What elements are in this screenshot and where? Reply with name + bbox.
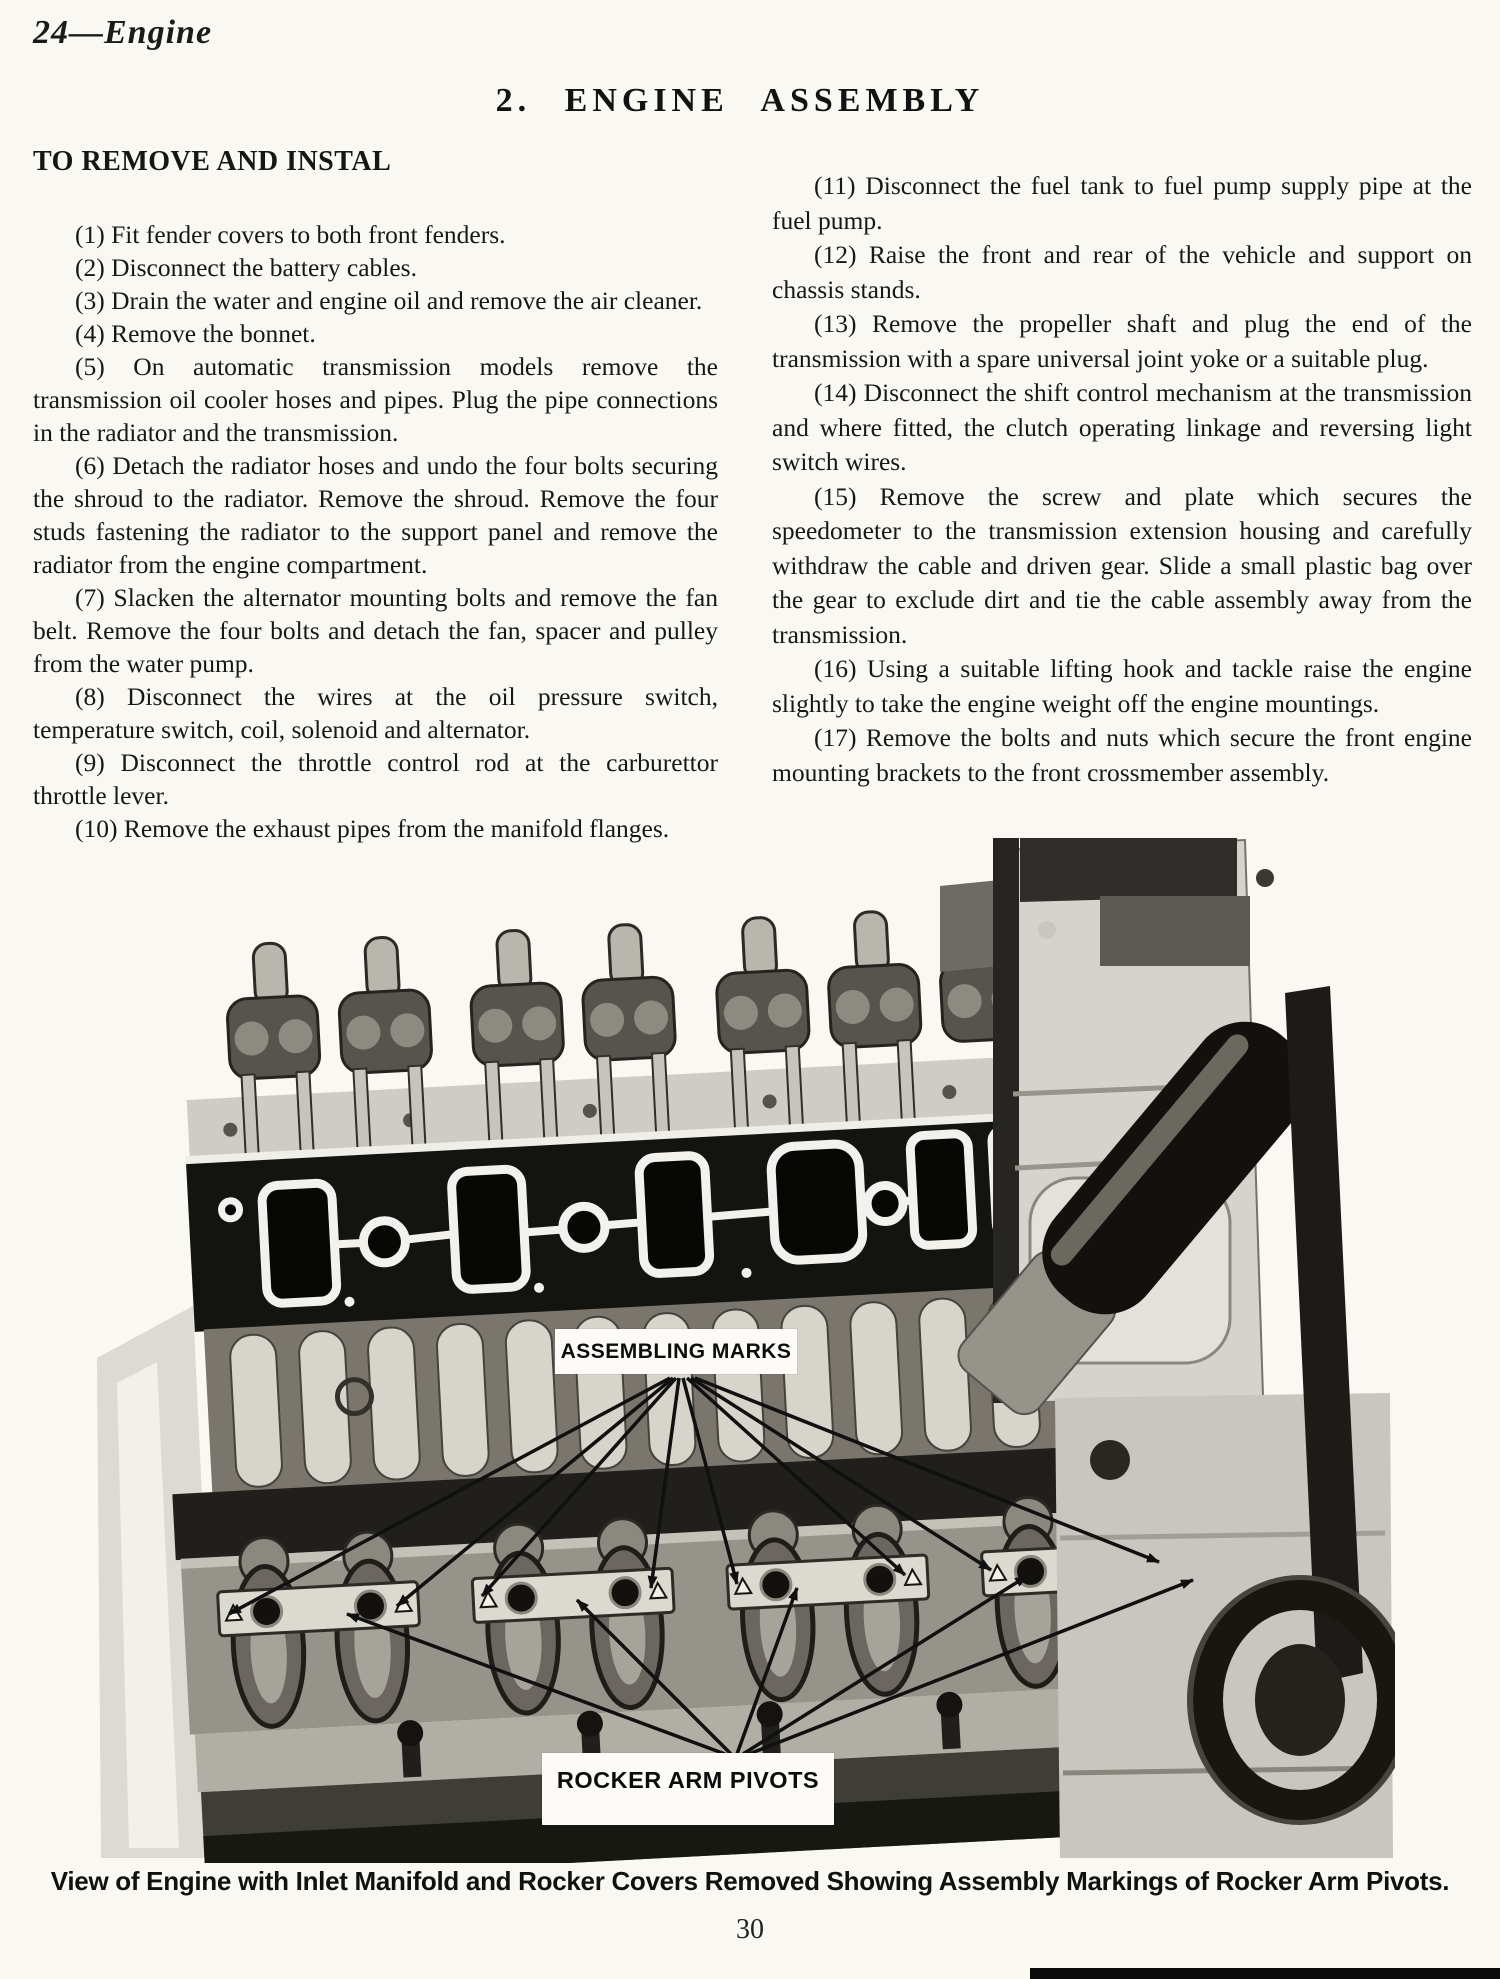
engine-front-face — [97, 1306, 219, 1858]
step-12: (12) Raise the front and rear of the veh… — [772, 240, 1472, 304]
crank-pulley — [1187, 1575, 1395, 1825]
step-13: (13) Remove the propeller shaft and plug… — [772, 309, 1472, 373]
rocker-arm-pivots-callout-lines — [346, 1574, 1194, 1756]
step-1: (1) Fit fender covers to both front fend… — [75, 220, 506, 249]
step-11: (11) Disconnect the fuel tank to fuel pu… — [772, 171, 1472, 235]
manifold-gasket-ports — [218, 1123, 1049, 1308]
engine-photo-figure: ASSEMBLING MARKS ROCKER ARM PIVOTS — [95, 838, 1395, 1863]
step-6: (6) Detach the radiator hoses and undo t… — [33, 451, 718, 579]
subsection-heading: TO REMOVE AND INSTAL — [33, 146, 392, 177]
oil-filter — [957, 1021, 1308, 1416]
assembling-marks-label: ASSEMBLING MARKS — [555, 1329, 797, 1374]
step-4: (4) Remove the bonnet. — [75, 319, 316, 348]
figure-caption: View of Engine with Inlet Manifold and R… — [50, 1866, 1450, 1896]
step-7: (7) Slacken the alternator mounting bolt… — [33, 583, 718, 678]
assembling-marks-label-text: ASSEMBLING MARKS — [560, 1339, 792, 1363]
assembling-marks-callout-lines — [228, 1376, 1160, 1616]
step-5: (5) On automatic transmission models rem… — [33, 352, 718, 447]
step-14: (14) Disconnect the shift control mechan… — [772, 378, 1472, 476]
step-3: (3) Drain the water and engine oil and r… — [75, 286, 703, 315]
step-8: (8) Disconnect the wires at the oil pres… — [33, 682, 718, 744]
drive-belt — [1285, 986, 1363, 1683]
step-16: (16) Using a suitable lifting hook and t… — [772, 654, 1472, 718]
page-number: 30 — [736, 1914, 764, 1945]
left-text-column: (1) Fit fender covers to both front fend… — [33, 218, 718, 845]
step-9: (9) Disconnect the throttle control rod … — [33, 748, 718, 810]
engine-photo — [97, 838, 1395, 1863]
section-title: 2. ENGINE ASSEMBLY — [495, 82, 985, 119]
scan-edge-artifact — [1030, 1968, 1500, 1979]
step-10: (10) Remove the exhaust pipes from the m… — [75, 814, 670, 843]
right-text-column: (11) Disconnect the fuel tank to fuel pu… — [772, 169, 1472, 790]
step-17: (17) Remove the bolts and nuts which sec… — [772, 723, 1472, 787]
step-15: (15) Remove the screw and plate which se… — [772, 481, 1472, 649]
step-2: (2) Disconnect the battery cables. — [75, 253, 417, 282]
rocker-arm-pivots-label-text: ROCKER ARM PIVOTS — [556, 1767, 820, 1793]
running-header: 24—Engine — [33, 14, 213, 51]
rocker-arm-pivots-label: ROCKER ARM PIVOTS — [542, 1753, 834, 1825]
